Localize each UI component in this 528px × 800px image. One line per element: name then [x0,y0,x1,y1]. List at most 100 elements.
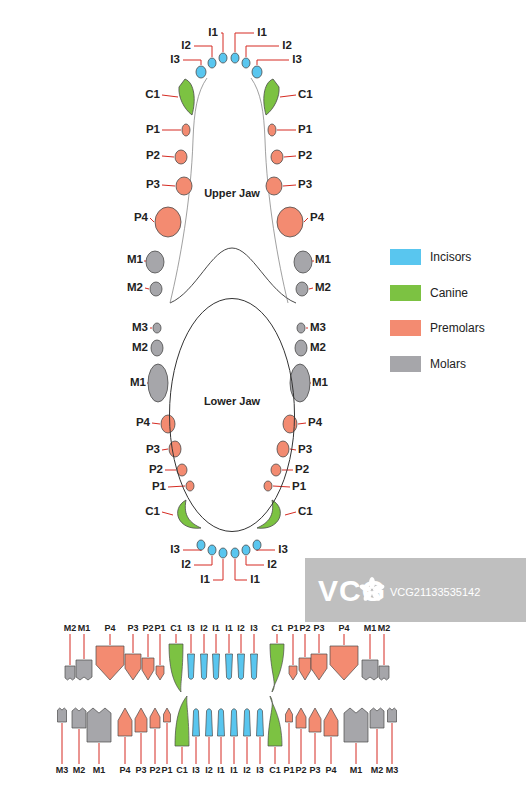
side-tooth [299,658,311,680]
tooth-label: C1 [176,766,188,775]
tooth-label: P2 [295,464,309,476]
leader-line [247,737,248,764]
side-tooth [58,708,67,722]
side-tooth [87,708,111,742]
tooth-label: I1 [200,574,210,586]
side-tooth [289,666,297,680]
tooth-crown [208,58,216,68]
canine-tooth [179,79,194,115]
tooth-crown [197,540,205,550]
tooth [175,150,187,164]
leader-line [290,449,296,450]
tooth-label: I1 [217,766,225,775]
watermark-text: VCG [318,576,386,606]
leader-line [182,747,183,764]
leader-line [293,634,294,665]
tooth-label: I3 [170,54,180,66]
tooth-label: M1 [350,766,363,775]
side-tooth [188,654,195,679]
leader-line [289,723,290,764]
side-tooth [142,658,154,680]
side-tooth [226,654,233,679]
ellipse-outline [170,299,295,532]
leader-line [234,737,235,764]
leader-line [79,729,80,764]
tooth-label: I2 [205,766,213,775]
leader-line [221,737,222,764]
tooth-label: M3 [386,766,399,775]
tooth-label: M2 [132,342,148,354]
leader-line [283,185,296,186]
side-tooth [270,644,284,692]
tooth-label: M1 [315,254,331,266]
side-tooth [311,654,327,680]
leader-line [356,743,357,764]
tooth-label: M2 [378,624,391,633]
tooth-crown [161,415,175,433]
tooth-crown [196,66,206,78]
leader-line [392,723,393,764]
watermark-box [305,558,526,622]
tooth-label: I2 [282,40,292,52]
tooth-crown [148,364,168,402]
tooth [266,177,282,195]
tooth-crown [252,66,262,78]
tooth-label: P4 [136,417,150,429]
tooth-label: I3 [187,624,195,633]
leader-line [99,743,100,764]
tooth-label: I3 [278,544,288,556]
leader-line [301,729,302,764]
side-tooth [257,709,264,736]
tooth-crown [150,282,162,296]
leader-line [241,634,242,653]
leader-line [315,733,316,764]
side-tooth [268,696,282,746]
tooth [186,481,194,491]
tooth [297,323,305,333]
legend-text: Incisors [430,251,471,263]
tooth [178,500,201,528]
tooth-label: P3 [313,624,324,633]
legend-text: Premolars [430,322,485,334]
side-tooth [324,708,338,736]
leader-line [145,288,149,289]
leader-line [298,423,306,424]
leader-line [162,449,168,450]
legend-text: Canine [430,287,468,299]
tooth [231,53,239,63]
side-tooth [72,708,86,728]
tooth-label: M1 [364,624,377,633]
tooth-label: M1 [78,624,91,633]
leader-line [162,156,174,157]
tooth-label: I3 [250,624,258,633]
leader-line [313,260,314,262]
tooth [161,415,175,433]
tooth [268,124,276,136]
tooth [146,251,164,273]
leader-line [70,634,71,665]
leader-line [260,737,261,764]
legend-swatch [390,285,421,301]
legend-swatch [390,320,421,336]
tooth-crown [186,481,194,491]
side-tooth [96,646,124,680]
leader-line [305,634,306,657]
tooth-label: P4 [134,212,148,224]
tooth-label: P4 [338,624,349,633]
side-tooth [362,660,378,680]
legend-text: Molars [430,358,466,370]
canine-tooth [264,79,279,115]
side-tooth [379,666,389,680]
tooth-label: M2 [127,282,143,294]
tooth [252,66,262,78]
tooth-label: C1 [170,624,182,633]
tooth [148,364,168,402]
tooth-crown [151,340,163,356]
leader-line [133,634,134,653]
tooth-label: P1 [292,481,306,493]
side-tooth [218,709,225,736]
tooth-label: P4 [325,766,336,775]
tooth-crown [266,177,282,195]
side-tooth [164,708,171,722]
